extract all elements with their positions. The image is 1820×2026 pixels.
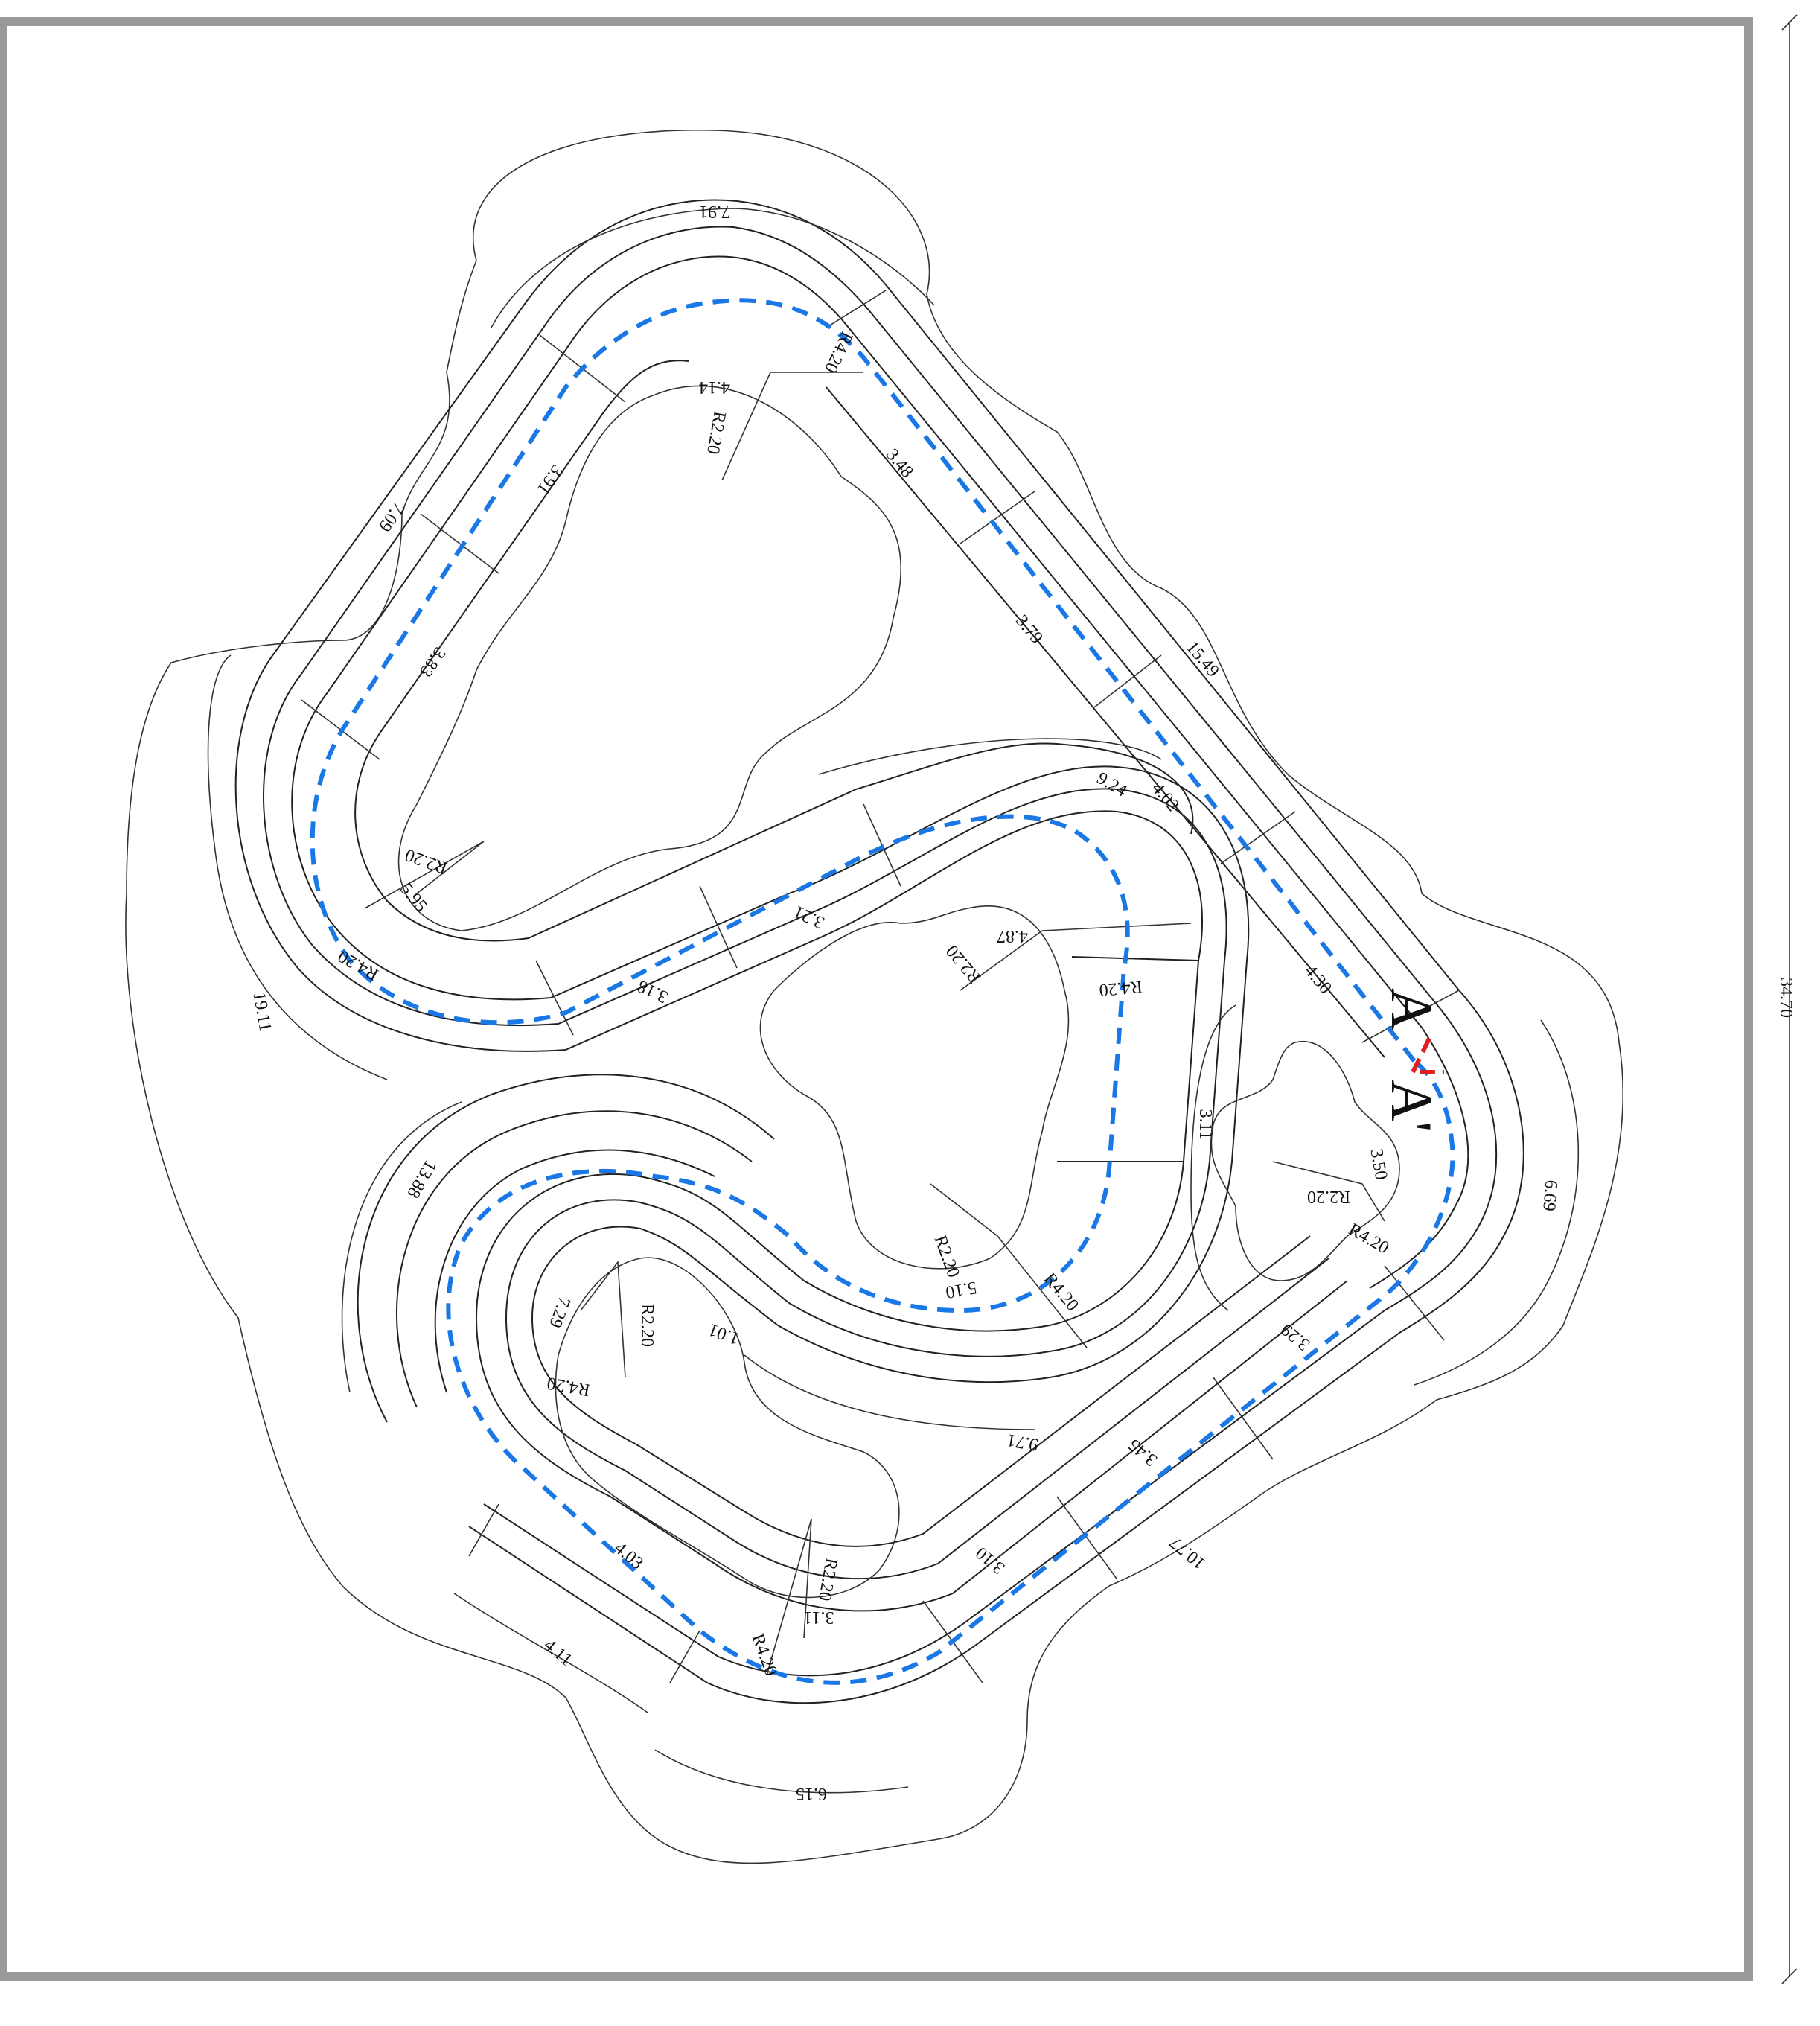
dim-5-95: 5.95 xyxy=(396,879,431,916)
radial-dimension-lines xyxy=(364,372,1385,1676)
section-label-a: A xyxy=(1379,988,1444,1030)
dim-7-91: 7.91 xyxy=(699,202,730,221)
dim-13-88: 13.88 xyxy=(403,1157,440,1202)
dim-9-71: 9.71 xyxy=(1006,1430,1040,1454)
overall-dimension-line xyxy=(1781,14,1798,1984)
dim-r2-20-top: R2.20 xyxy=(703,410,729,456)
dim-4-14: 4.14 xyxy=(699,378,730,397)
section-mark xyxy=(1409,1037,1444,1074)
dim-4-03: 4.03 xyxy=(610,1538,647,1573)
dim-10-77: 10.77 xyxy=(1166,1532,1209,1573)
dim-r2-20-right: R2.20 xyxy=(1307,1187,1350,1206)
lane-ticks xyxy=(301,290,1460,1683)
dim-3-18: 3.18 xyxy=(635,976,671,1007)
island-upper xyxy=(397,385,901,931)
track-middle-loop xyxy=(777,742,1250,1383)
dim-r4-20-ll: R4.20 xyxy=(546,1373,592,1400)
dim-r2-20-c: R2.20 xyxy=(930,1233,962,1280)
section-label-a-prime: A' xyxy=(1379,1080,1444,1132)
arc-dimensions xyxy=(207,208,1580,1794)
dim-r4-20-bot: R4.20 xyxy=(747,1631,780,1678)
dim-5-10: 5.10 xyxy=(944,1277,978,1302)
dimension-labels: 7.91 7.09 3.91 3.83 R4.20 4.14 R2.20 3.4… xyxy=(249,202,1560,1803)
dim-3-29: 3.29 xyxy=(1277,1319,1314,1354)
dim-r2-20-mid: R2.20 xyxy=(942,941,985,987)
dim-r4-20-right: R4.20 xyxy=(1345,1220,1392,1258)
dim-1-01: 1.01 xyxy=(706,1319,741,1348)
dim-3-45: 3.45 xyxy=(1125,1435,1161,1470)
island-center xyxy=(759,905,1070,1270)
track-right-bend xyxy=(468,990,1524,1704)
dim-4-11: 4.11 xyxy=(540,1635,575,1669)
outer-boundary xyxy=(125,129,1624,1864)
drawing-frame xyxy=(0,17,1753,1981)
route-dashed-path xyxy=(310,298,1455,1685)
dim-3-48: 3.48 xyxy=(882,445,917,482)
island-right xyxy=(1190,1004,1400,1311)
dim-3-11: 3.11 xyxy=(1195,1109,1215,1139)
dim-3-11-bot: 3.11 xyxy=(803,1608,834,1627)
dim-r2-20-left: R2.20 xyxy=(403,844,450,877)
dim-r4-20-top: R4.20 xyxy=(820,328,856,376)
track-lower-loop xyxy=(357,1074,1348,1612)
dim-4-87: 4.87 xyxy=(997,926,1028,946)
dim-3-21: 3.21 xyxy=(791,902,828,932)
dim-6-69: 6.69 xyxy=(1539,1179,1561,1212)
dim-3-91: 3.91 xyxy=(533,461,566,497)
dim-3-50: 3.50 xyxy=(1366,1147,1390,1182)
dim-6-15: 6.15 xyxy=(796,1784,827,1803)
overall-dimension-label: 34.70 xyxy=(1776,978,1795,1018)
dim-9-24: 9.24 xyxy=(1093,768,1130,801)
island-lower xyxy=(555,1257,900,1599)
dim-3-10: 3.10 xyxy=(972,1543,1009,1578)
dim-r2-20-bot: R2.20 xyxy=(814,1556,841,1602)
dim-7-09: 7.09 xyxy=(374,498,408,535)
dim-r4-20-mid: R4.20 xyxy=(1099,976,1143,999)
dim-r4-20-c: R4.20 xyxy=(1040,1270,1082,1315)
track-upper-loop xyxy=(234,199,1460,1058)
dim-r2-20-ll: R2.20 xyxy=(637,1304,657,1347)
